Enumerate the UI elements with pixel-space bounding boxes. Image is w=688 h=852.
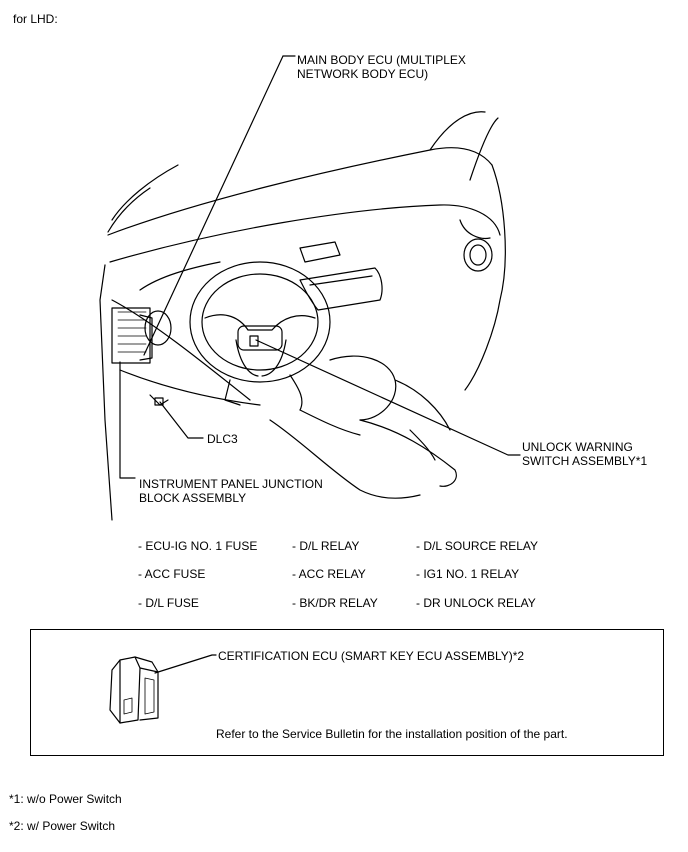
service-bulletin-note: Refer to the Service Bulletin for the in…: [216, 727, 568, 741]
parts-list-item: - ACC RELAY: [292, 567, 366, 581]
page-title: for LHD:: [13, 12, 58, 26]
footnote: *2: w/ Power Switch: [9, 819, 116, 833]
parts-list-item: - ACC FUSE: [138, 567, 206, 581]
certification-ecu-box: [30, 629, 664, 756]
parts-list-item: - D/L RELAY: [292, 539, 360, 553]
unlock-warning-switch-callout: UNLOCK WARNING SWITCH ASSEMBLY*1: [522, 440, 648, 468]
parts-list-item: - ECU-IG NO. 1 FUSE: [138, 539, 258, 553]
parts-list-item: - DR UNLOCK RELAY: [416, 596, 536, 610]
dlc3-callout: DLC3: [207, 432, 238, 446]
parts-list-item: - BK/DR RELAY: [292, 596, 378, 610]
main-body-ecu-callout: MAIN BODY ECU (MULTIPLEX NETWORK BODY EC…: [297, 53, 466, 81]
footnote: *1: w/o Power Switch: [9, 792, 122, 806]
parts-list-item: - IG1 NO. 1 RELAY: [416, 567, 520, 581]
parts-list-item: - D/L SOURCE RELAY: [416, 539, 539, 553]
junction-block-callout: INSTRUMENT PANEL JUNCTION BLOCK ASSEMBLY: [139, 477, 323, 505]
certification-ecu-callout: CERTIFICATION ECU (SMART KEY ECU ASSEMBL…: [218, 649, 525, 663]
parts-list-item: - D/L FUSE: [138, 596, 199, 610]
